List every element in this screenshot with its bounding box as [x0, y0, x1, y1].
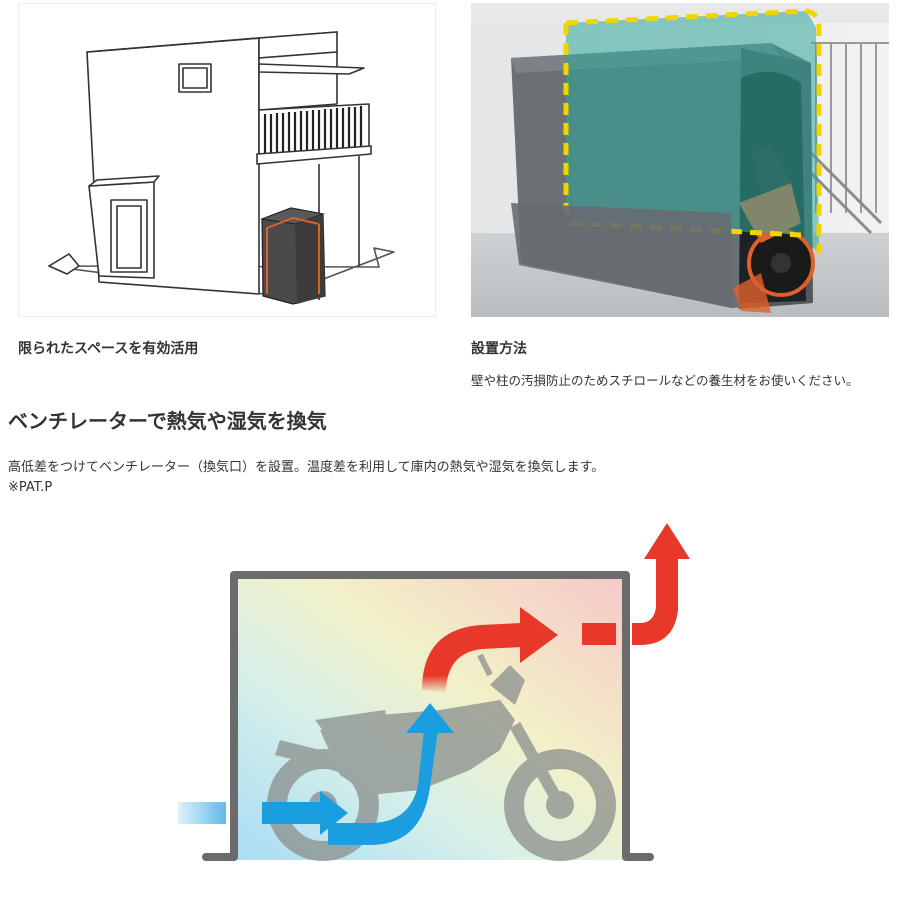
caption-installation: 設置方法 [471, 341, 527, 357]
ventilation-heading: ベンチレーターで熱気や湿気を換気 [8, 409, 327, 433]
exhaust-arrow-icon [582, 523, 690, 645]
rising-cool-arrow-icon [328, 703, 454, 845]
caption-space-saving: 限られたスペースを有効活用 [18, 341, 199, 357]
ventilation-diagram [170, 515, 700, 875]
ventilation-description: 高低差をつけてベンチレーター（換気口）を設置。温度差を利用して庫内の熱気や湿気を… [8, 460, 605, 475]
garage-frame [202, 571, 654, 861]
installation-note: 壁や柱の汚損防止のためスチロールなどの養生材をお使いください。 [471, 373, 859, 388]
house-illustration [18, 3, 436, 317]
storage-photo-illustration [471, 3, 889, 317]
storage-unit [260, 207, 326, 305]
storage-photo [471, 3, 889, 317]
hot-air-arrow-icon [422, 607, 558, 693]
inflow-arrow-icon [178, 791, 348, 835]
house-line-drawing [48, 31, 395, 305]
patent-note: ※PAT.P [8, 480, 53, 495]
